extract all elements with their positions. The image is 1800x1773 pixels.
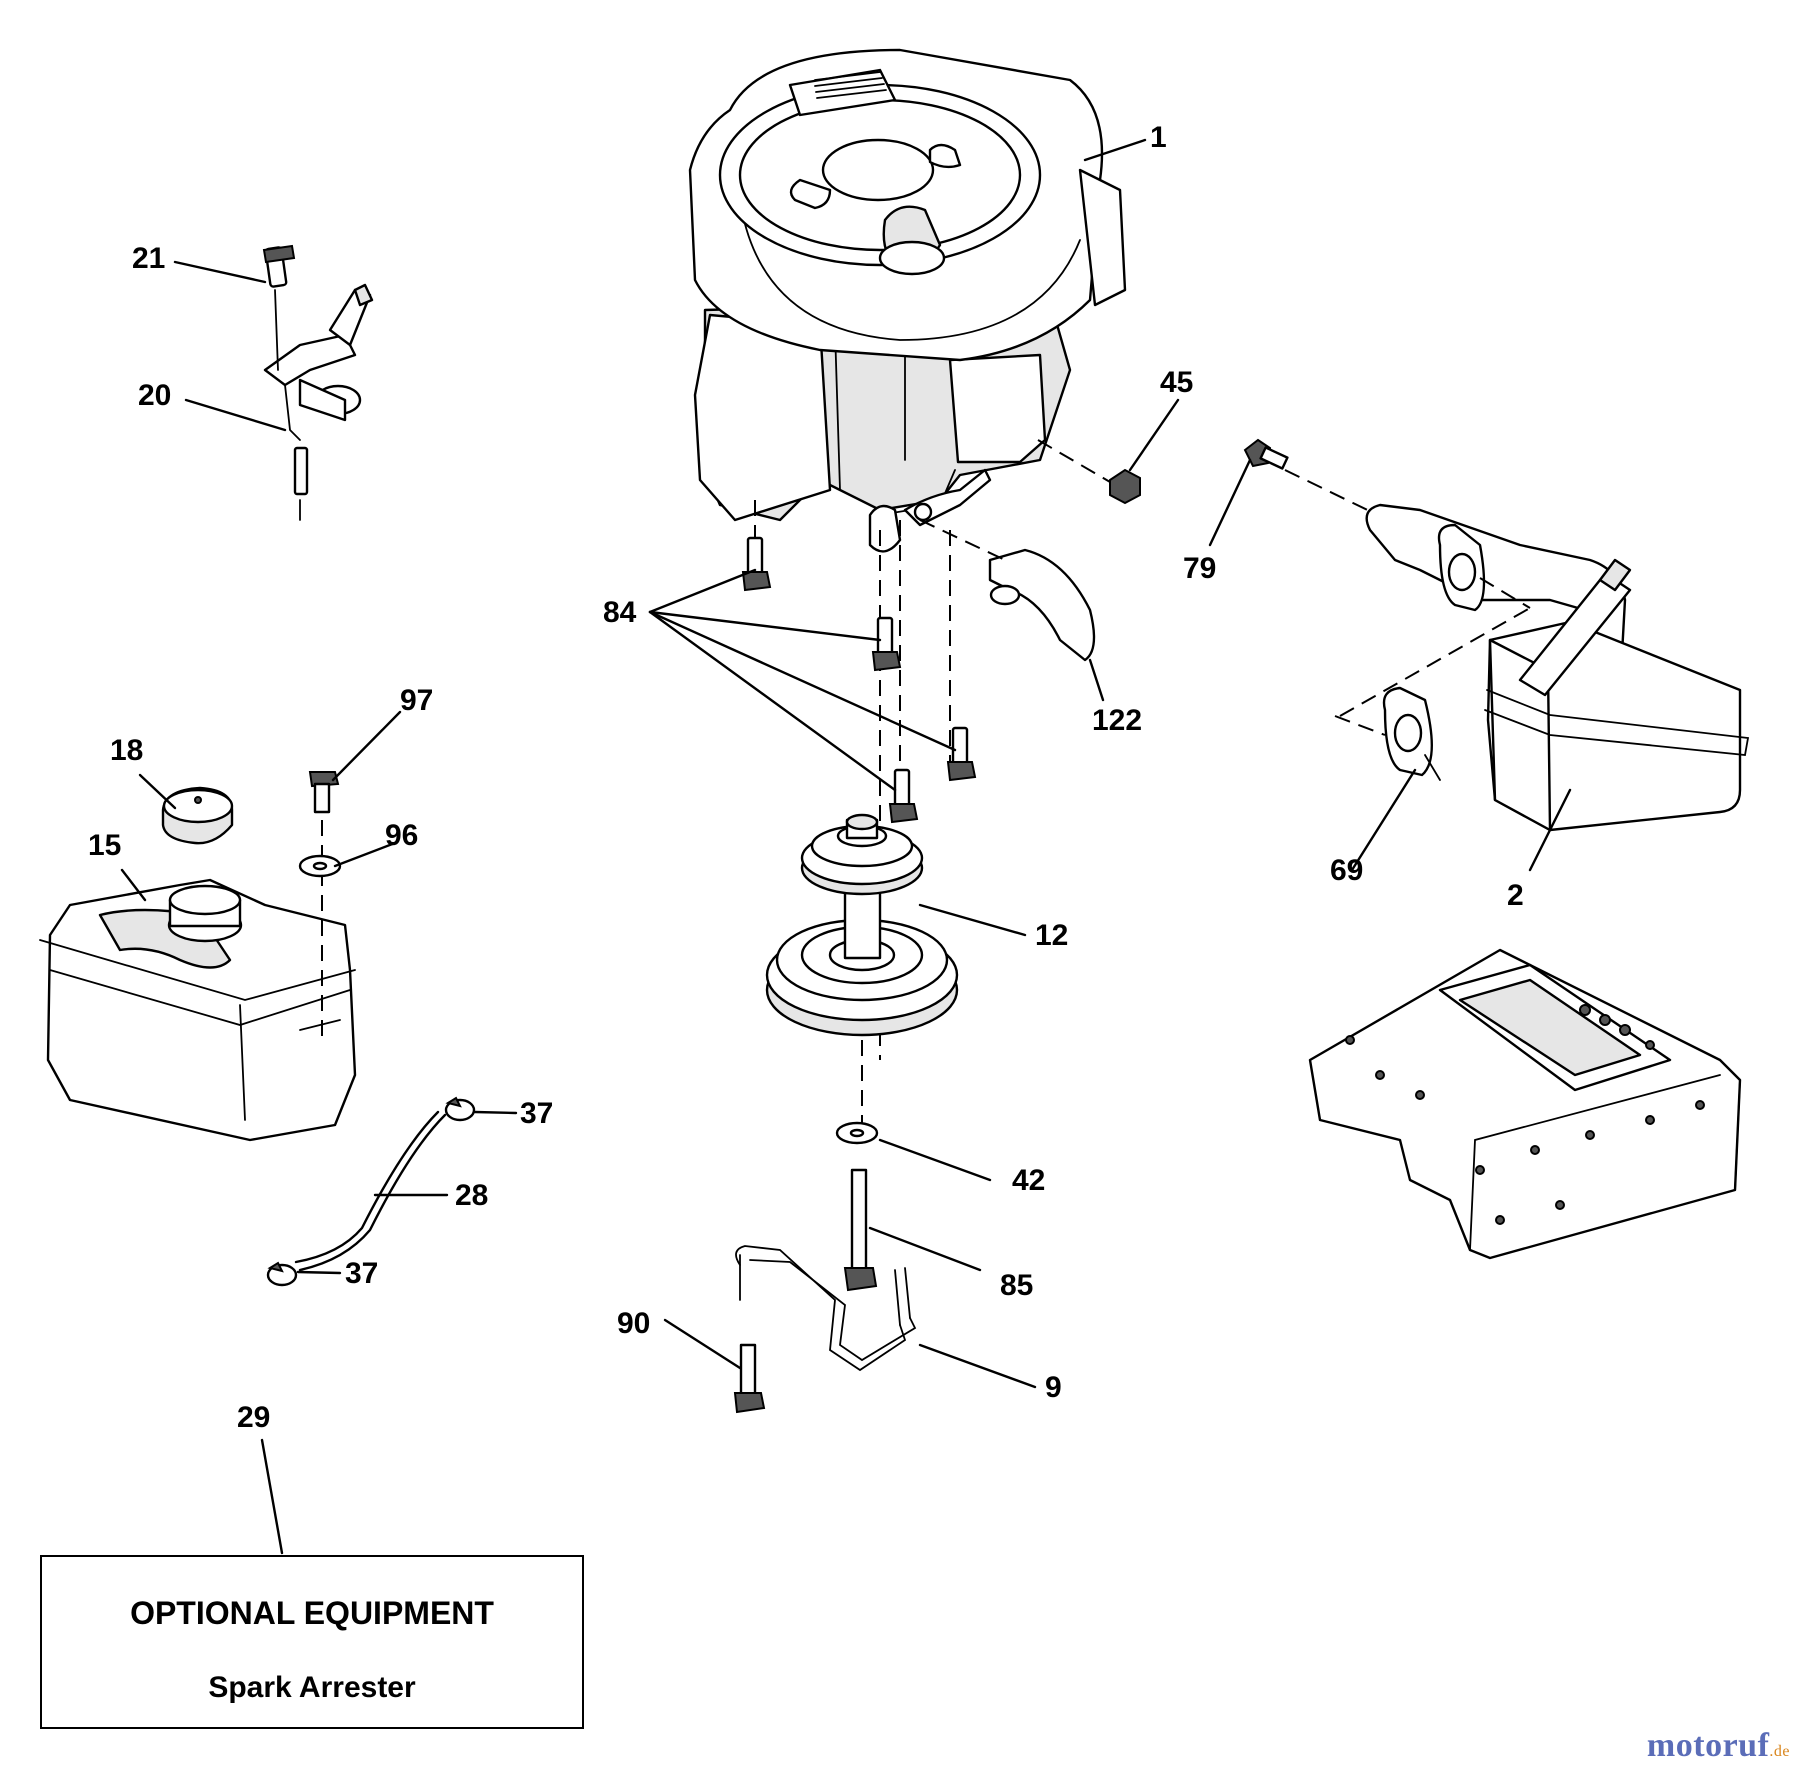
- callout-42: 42: [1012, 1164, 1045, 1197]
- callout-45: 45: [1160, 366, 1193, 399]
- muffler: [1365, 503, 1750, 832]
- bolt-79: [1243, 438, 1289, 470]
- callout-28: 28: [455, 1179, 488, 1212]
- leader-lines: [120, 138, 1572, 1555]
- bolt-97: [308, 771, 340, 814]
- gasket-lower: [1382, 686, 1433, 777]
- engine: [688, 48, 1127, 553]
- engine-grille: [814, 71, 887, 99]
- callout-1: 1: [1150, 121, 1167, 154]
- callout-85: 85: [1000, 1269, 1033, 1302]
- callout-29: 29: [237, 1401, 270, 1434]
- hose-clamp-lower: [266, 1261, 298, 1287]
- optional-equipment-box: OPTIONAL EQUIPMENT Spark Arrester: [40, 1555, 584, 1729]
- bolt-90: [733, 1343, 766, 1414]
- watermark-logo: motoruf.de: [1647, 1727, 1790, 1765]
- heat-shield: [988, 548, 1096, 662]
- callout-122: 122: [1092, 704, 1142, 737]
- callout-2: 2: [1507, 879, 1524, 912]
- callout-20: 20: [138, 379, 171, 412]
- callout-90: 90: [617, 1307, 650, 1340]
- bracket-9: [735, 1245, 917, 1372]
- optional-equipment-item: Spark Arrester: [208, 1671, 416, 1704]
- hose-clamp-upper: [444, 1096, 476, 1122]
- watermark-tld: .de: [1769, 1743, 1790, 1760]
- callout-9: 9: [1045, 1371, 1062, 1404]
- pulley-assembly: [765, 813, 959, 1037]
- fuel-tank: [39, 878, 357, 1142]
- throttle-control: [262, 244, 374, 521]
- callout-84: 84: [603, 596, 637, 629]
- gasket-upper: [1437, 523, 1486, 612]
- fuel-cap: [161, 786, 234, 845]
- watermark-main: motoruf: [1646, 1727, 1770, 1764]
- nut-45: [1109, 468, 1141, 505]
- callout-15: 15: [88, 829, 121, 862]
- callout-79: 79: [1183, 552, 1216, 585]
- bolt-85: [843, 1168, 878, 1292]
- fuel-line: [298, 1113, 447, 1272]
- callout-37-upper: 37: [520, 1097, 553, 1130]
- callout-21: 21: [132, 242, 165, 275]
- chassis-plate: [1308, 948, 1742, 1260]
- callout-37-lower: 37: [345, 1257, 378, 1290]
- callout-96: 96: [385, 819, 418, 852]
- bolts-84: [741, 536, 977, 824]
- callout-12: 12: [1035, 919, 1068, 952]
- callout-97: 97: [400, 684, 433, 717]
- optional-equipment-title: OPTIONAL EQUIPMENT: [130, 1595, 494, 1631]
- callout-69: 69: [1330, 854, 1363, 887]
- callout-18: 18: [110, 734, 143, 767]
